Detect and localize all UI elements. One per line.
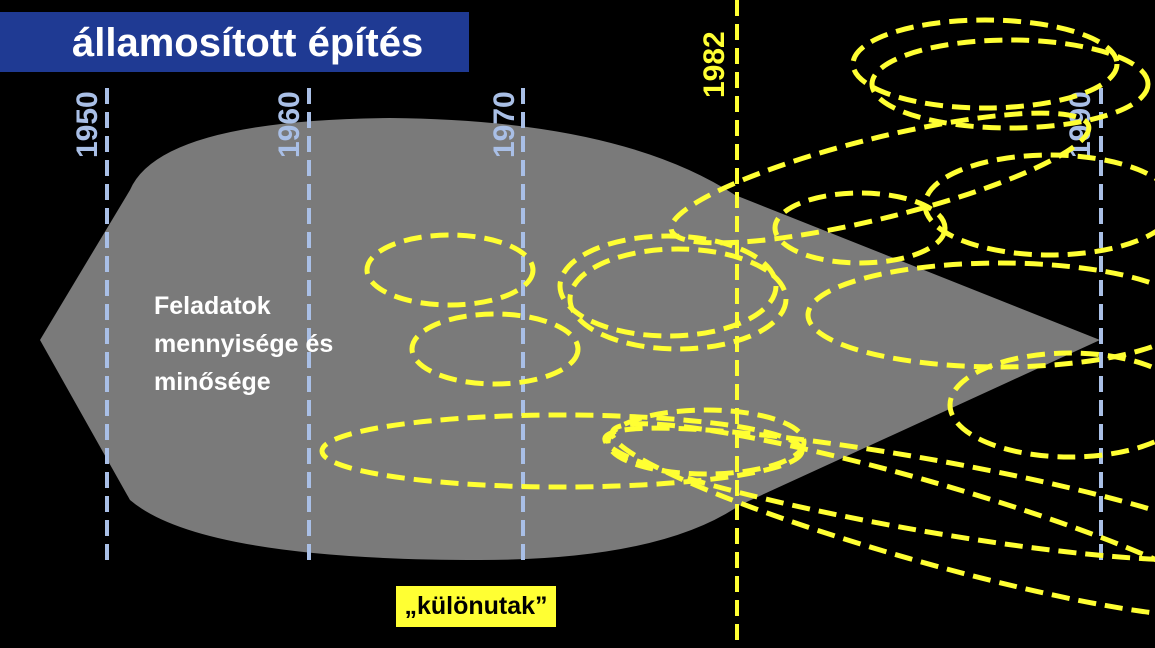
separate-paths-badge: „különutak”	[396, 586, 556, 627]
path-ellipse	[850, 17, 1120, 111]
path-ellipse	[869, 37, 1151, 131]
path-ellipse	[922, 152, 1155, 258]
year-label-1950: 1950	[71, 91, 104, 158]
year-label-1982: 1982	[698, 31, 731, 98]
path-ellipse	[605, 407, 807, 477]
year-label-1970: 1970	[488, 91, 521, 158]
path-ellipse	[364, 232, 536, 308]
path-ellipse	[557, 233, 779, 339]
path-ellipse	[805, 260, 1155, 370]
path-ellipse	[947, 350, 1155, 460]
year-label-1960: 1960	[273, 91, 306, 158]
path-ellipse	[772, 190, 948, 266]
tasks-label-line: minősége	[154, 368, 271, 396]
title-banner	[0, 12, 469, 72]
page-title: államosított építés	[72, 21, 424, 65]
timeline-lines	[105, 0, 1103, 643]
tasks-label-line: Feladatok	[154, 292, 271, 320]
path-ellipses	[319, 17, 1155, 619]
path-ellipse	[668, 110, 1092, 246]
path-ellipse	[602, 425, 1155, 563]
path-ellipse	[609, 421, 1155, 619]
tasks-label: Feladatok mennyisége és minősége	[154, 287, 354, 401]
tasks-shape	[40, 118, 1100, 560]
tasks-label-line: mennyisége és	[154, 330, 334, 358]
path-ellipse	[409, 311, 581, 387]
path-ellipse	[567, 246, 789, 352]
